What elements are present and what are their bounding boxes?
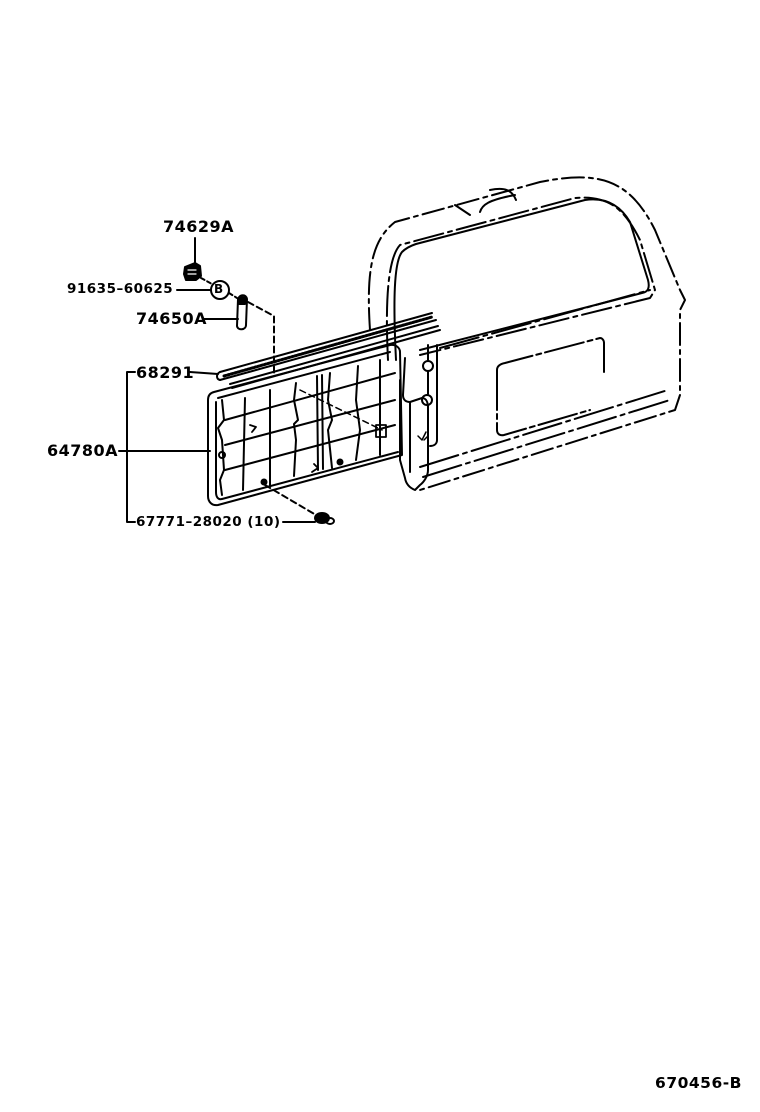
hinge-upper (422, 360, 434, 372)
guide-marker-to-grip (228, 292, 238, 299)
back-window-frame (393, 198, 650, 361)
body-belt-line-1 (419, 389, 669, 468)
weatherstrip-end (216, 371, 221, 381)
weatherstrip-68291 (216, 312, 441, 389)
hinge-lower (421, 394, 433, 406)
callout-67771-28020: 67771–28020 (10) (136, 514, 281, 530)
guide-grip-to-board (247, 301, 275, 376)
trim-board-64780A (207, 343, 403, 507)
pillar-vertical-1 (429, 344, 438, 447)
trim-vrib-1 (242, 397, 246, 491)
callout-91635-60625: 91635–60625 (67, 281, 174, 297)
clip-74629A-detail (187, 269, 197, 275)
trim-board-left-flange (217, 399, 225, 496)
roof-vent (454, 187, 517, 216)
guide-clip-to-marker (200, 277, 213, 285)
weatherstrip-hatch (222, 315, 434, 378)
trim-vrib-3 (293, 382, 299, 477)
trim-rib-lower (224, 424, 396, 471)
trim-clip-marker-1 (249, 424, 257, 433)
leader-bracket (126, 371, 136, 523)
trim-vrib-4 (316, 374, 324, 471)
trim-rib-upper (224, 372, 396, 421)
vehicle-body (367, 176, 686, 491)
callout-74650A: 74650A (136, 309, 208, 328)
trim-clip-marker-2 (311, 463, 319, 473)
illustration-reference-code: 670456-B (655, 1074, 742, 1092)
marker-label-B: B (214, 282, 224, 296)
trim-board-inner-edge (215, 351, 399, 501)
callout-64780A: 64780A (47, 441, 119, 460)
body-belt-line-2 (422, 399, 671, 478)
body-belt-line-3 (439, 289, 651, 349)
clip-67771-head (325, 517, 335, 525)
leader-68291 (189, 371, 219, 375)
trim-clip-dot-1 (260, 478, 268, 486)
body-outer-outline (367, 176, 686, 491)
leader-lines (118, 237, 317, 523)
grip-74650A-top (238, 296, 247, 305)
trim-latch-box (375, 424, 387, 438)
callout-68291: 68291 (136, 363, 195, 382)
pillar-latch (417, 431, 429, 441)
trim-rib-middle (224, 399, 396, 446)
trim-vrib-5 (327, 372, 333, 469)
trim-diagonal-guide (299, 389, 383, 431)
door-opening-edge (399, 357, 429, 491)
clip-74629A-shape (183, 262, 202, 281)
trim-clip-dot-2 (336, 458, 344, 466)
trim-clip-dot-3 (218, 451, 226, 459)
body-opening-outline (385, 196, 656, 361)
callout-74629A: 74629A (163, 217, 235, 236)
weatherstrip-bottom-edge (219, 319, 437, 381)
weatherstrip-top-edge (219, 312, 433, 373)
trim-vrib-6 (355, 365, 361, 461)
trim-board-outline (207, 343, 403, 507)
guide-clip-to-board (264, 484, 317, 516)
small-parts (183, 262, 335, 525)
side-window (496, 337, 605, 437)
grip-74650A-shape (236, 294, 248, 331)
